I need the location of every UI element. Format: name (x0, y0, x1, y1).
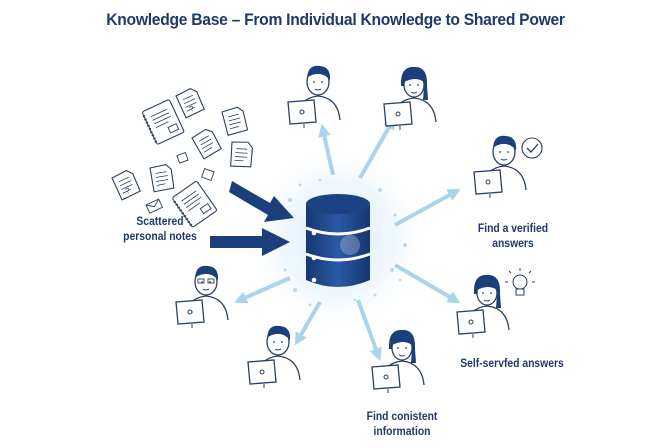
user-top-left (287, 65, 341, 129)
document-icon (149, 163, 175, 193)
question-document-icon: ? (174, 86, 206, 120)
label-consistent-information: Find conistent information (357, 410, 447, 440)
document-icon (228, 139, 255, 170)
document-icon (190, 126, 223, 161)
label-line: personal notes (123, 231, 197, 243)
question-document-icon: ? (110, 168, 142, 202)
label-line: Find conistent (366, 411, 438, 423)
database-icon (305, 194, 371, 287)
scattered-notes: ? ? (110, 86, 255, 229)
user-left (175, 265, 229, 329)
label-scattered-notes: Scattered personal notes (106, 215, 214, 245)
user-right-lower (456, 274, 510, 339)
label-self-served-answers: Self-servfed answers (449, 357, 575, 372)
svg-text:?: ? (124, 186, 132, 196)
label-line: answers (492, 238, 534, 250)
label-verified-answers: Find a verified answers (464, 222, 563, 252)
notebook-icon (140, 98, 186, 146)
user-top-right (383, 66, 437, 131)
diagram-title: Knowledge Base – From Individual Knowled… (106, 10, 565, 29)
distribution-arrows (234, 116, 461, 362)
label-line: Scattered (136, 216, 184, 228)
label-line: information (373, 426, 431, 438)
envelope-icon (145, 198, 164, 214)
label-line: Self-servfed answers (460, 358, 564, 370)
user-bottom-center (371, 329, 425, 394)
sticky-note-icon (176, 151, 189, 164)
user-bottom-left (247, 325, 301, 389)
user-right-upper (473, 135, 527, 199)
incoming-arrows (210, 181, 294, 256)
lightbulb-icon (505, 268, 535, 296)
svg-text:?: ? (188, 104, 196, 114)
document-icon (221, 105, 249, 137)
label-line: Find a verified (477, 223, 549, 235)
sticky-note-icon (201, 167, 215, 181)
checkmark-bubble-icon (521, 137, 543, 159)
